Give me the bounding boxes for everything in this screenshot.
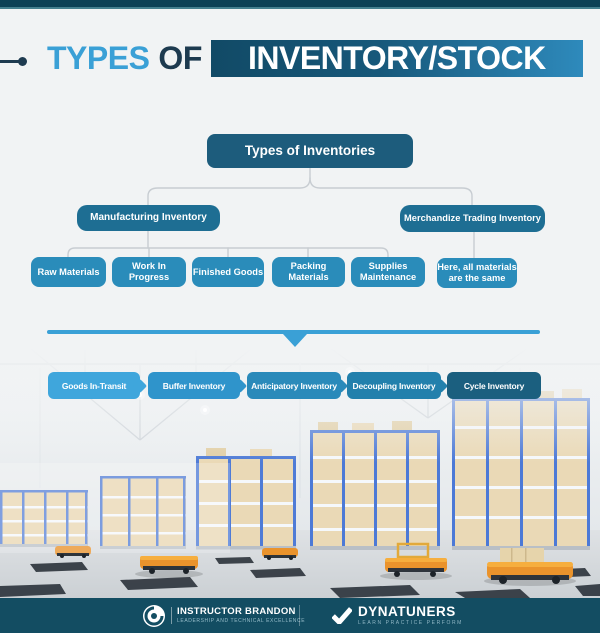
flow-step-buffer-inventory: Buffer Inventory (148, 372, 247, 399)
diagram-leaf-work-in-progress: Work In Progress (112, 257, 186, 287)
title-highlight-word: INVENTORY/STOCK (210, 40, 583, 77)
top-accent-bar (0, 0, 600, 9)
agv-robot (55, 546, 91, 558)
footer-divider (299, 605, 300, 626)
diagram-root-node: Types of Inventories (207, 134, 413, 168)
storage-rack (100, 476, 186, 549)
agv-robot (380, 542, 452, 580)
arrow-down-icon (283, 334, 307, 347)
flowchart-connectors (67, 167, 475, 259)
diagram-leaf-packing-materials: Packing Materials (272, 257, 345, 287)
page-title: TYPES OF INVENTORY/STOCK (47, 40, 583, 77)
brand-tagline-left: LEADERSHIP AND TECHNICAL EXCELLENCE (177, 618, 306, 625)
header-bullet-line (0, 60, 19, 63)
diagram-leaf-raw-materials: Raw Materials (31, 257, 106, 287)
flow-step-decoupling-inventory: Decoupling Inventory (347, 372, 448, 399)
dynatuners-brand: DYNATUNERS LEARN PRACTICE PERFORM (332, 598, 463, 633)
brand-tagline-right: LEARN PRACTICE PERFORM (358, 620, 463, 627)
section-divider-line (47, 330, 540, 334)
header-bullet-dot (18, 57, 27, 66)
agv-robot (484, 548, 576, 586)
storage-rack (0, 490, 88, 547)
checkmark-icon (332, 607, 352, 624)
instructor-brandon-logo-icon (143, 604, 165, 627)
agv-robot (135, 556, 203, 578)
flow-step-anticipatory-inventory: Anticipatory Inventory (247, 372, 348, 399)
floor-marker (0, 557, 600, 598)
brand-separator (171, 607, 172, 624)
title-accent-word: TYPES (47, 40, 150, 76)
flow-step-cycle-inventory: Cycle Inventory (447, 372, 541, 399)
instructor-brandon-brand: INSTRUCTOR BRANDON LEADERSHIP AND TECHNI… (142, 598, 305, 633)
diagram-leaf-supplies-maintenance: Supplies Maintenance (351, 257, 425, 287)
diagram-branch-manufacturing: Manufacturing Inventory (77, 205, 220, 231)
title-connector-word: OF (158, 40, 202, 76)
diagram-branch-merchandize: Merchandize Trading Inventory (400, 205, 545, 232)
brand-name-left: INSTRUCTOR BRANDON (177, 605, 296, 617)
flow-step-goods-in-transit: Goods In-Transit (48, 372, 147, 399)
footer-bar: INSTRUCTOR BRANDON LEADERSHIP AND TECHNI… (0, 598, 600, 633)
diagram-leaf-same-materials: Here, all materials are the same (437, 258, 517, 288)
agv-robot (262, 548, 298, 560)
brand-name-right: DYNATUNERS (358, 603, 456, 619)
diagram-leaf-finished-goods: Finished Goods (192, 257, 264, 287)
